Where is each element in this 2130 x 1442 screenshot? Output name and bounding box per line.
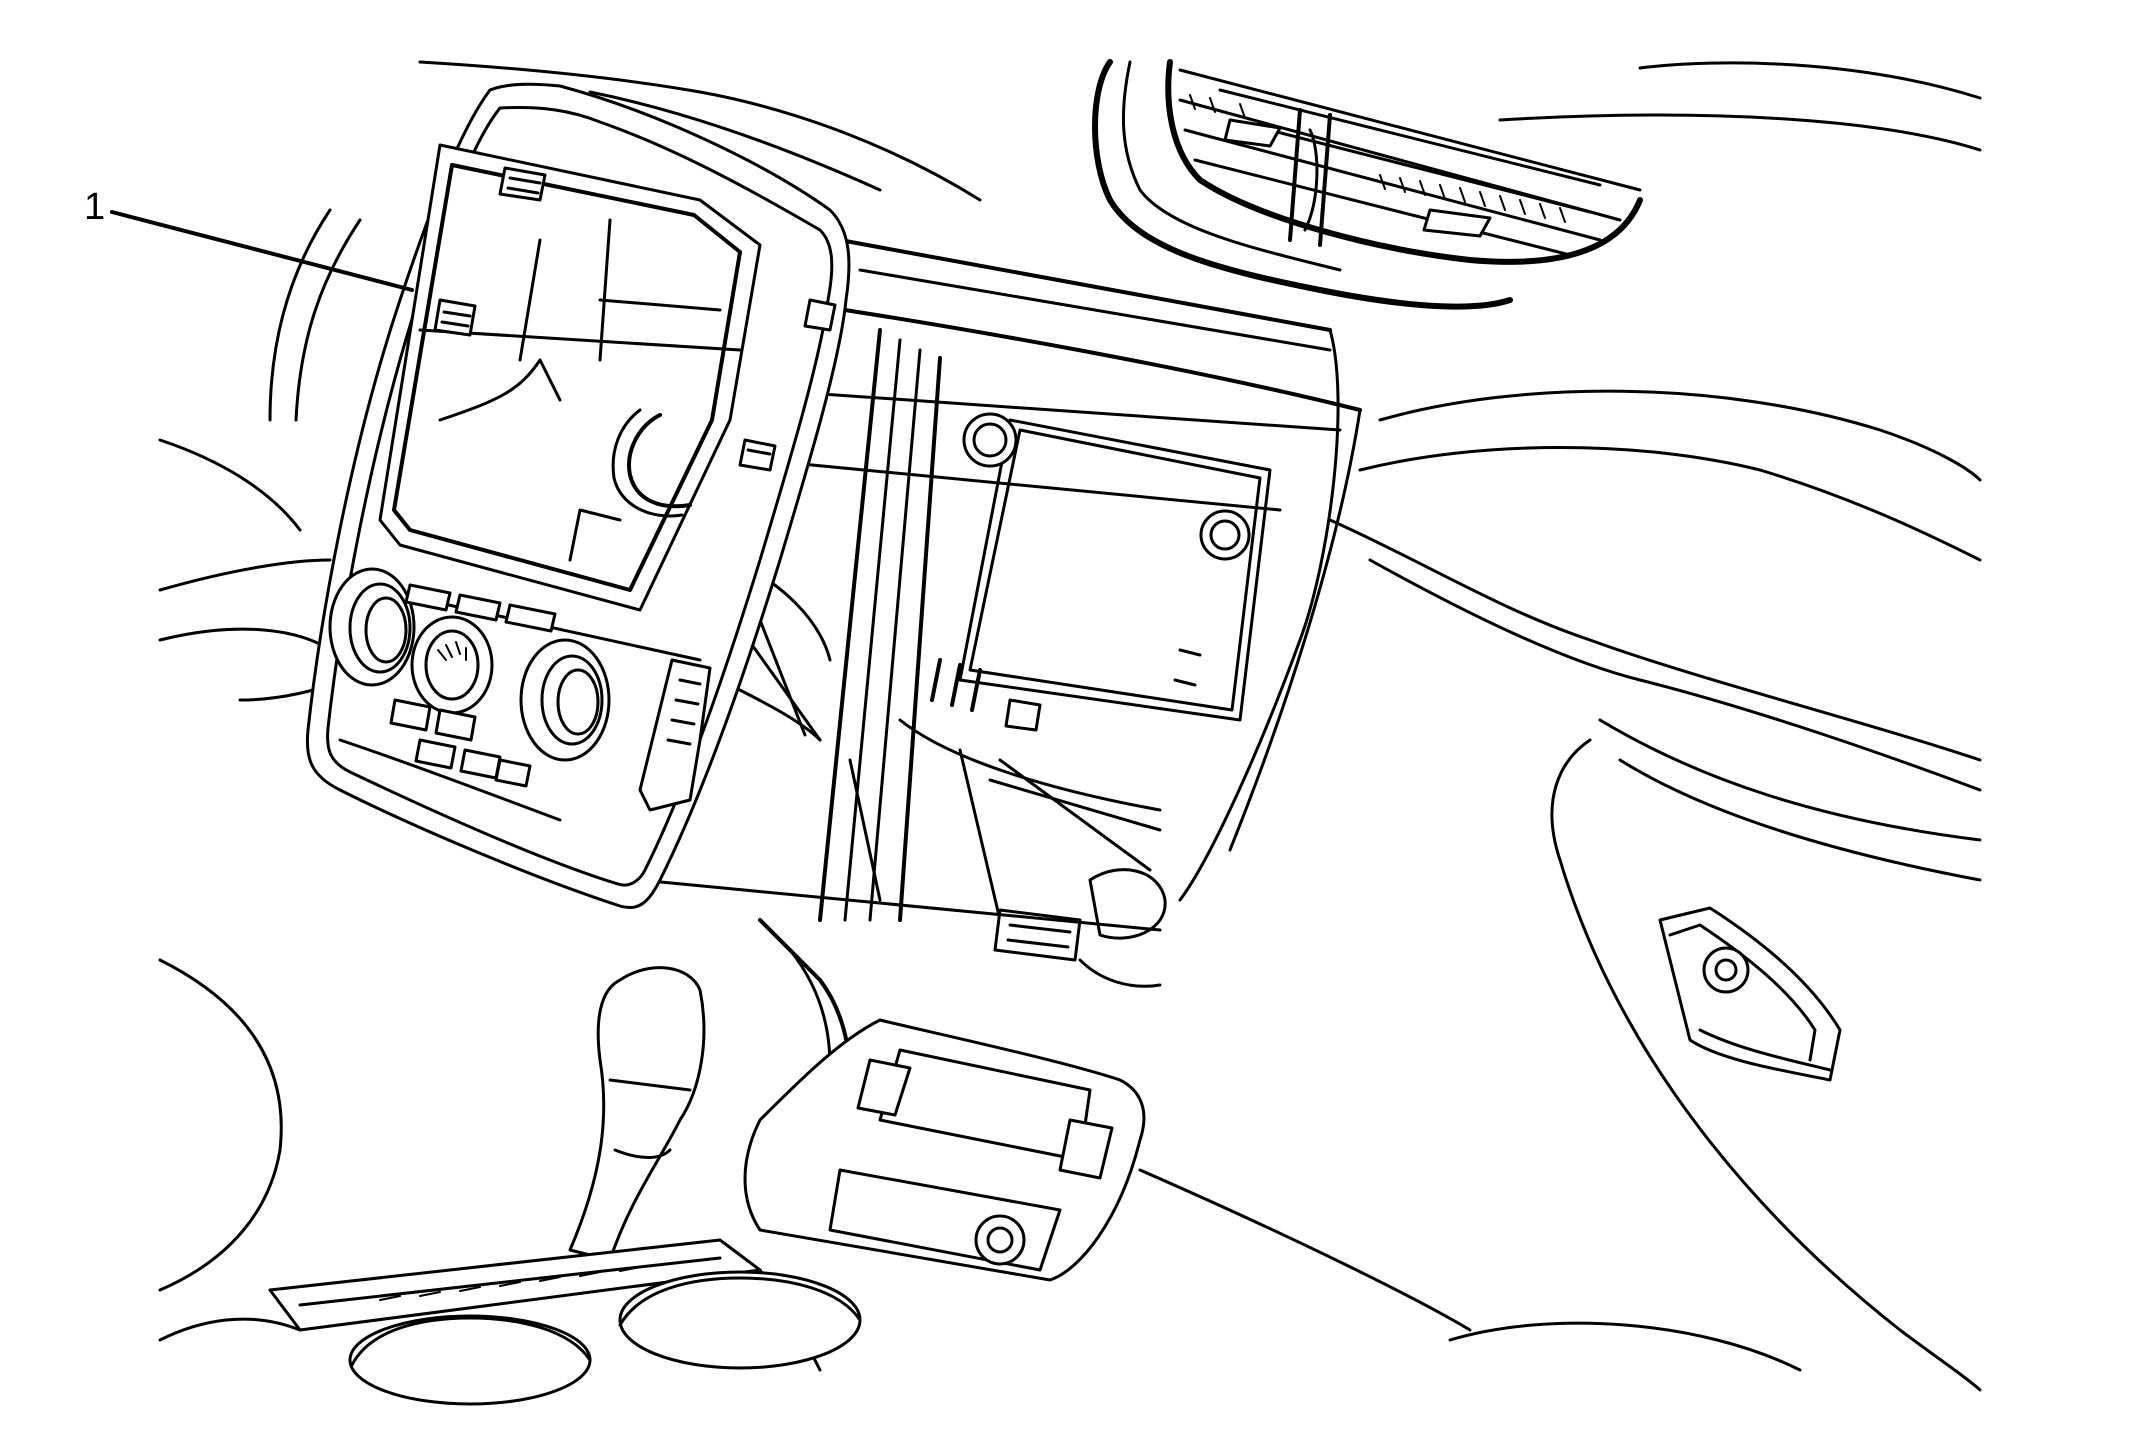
callout-leader-line: [110, 210, 414, 292]
callout-1: [110, 210, 414, 292]
dashboard-environment: [158, 60, 1982, 1392]
center-console: [158, 918, 1146, 1406]
callout-label: 1: [84, 186, 106, 228]
air-vent: [1092, 59, 1643, 310]
radio-cavity: [618, 238, 1362, 988]
radio-bezel: [305, 82, 851, 909]
